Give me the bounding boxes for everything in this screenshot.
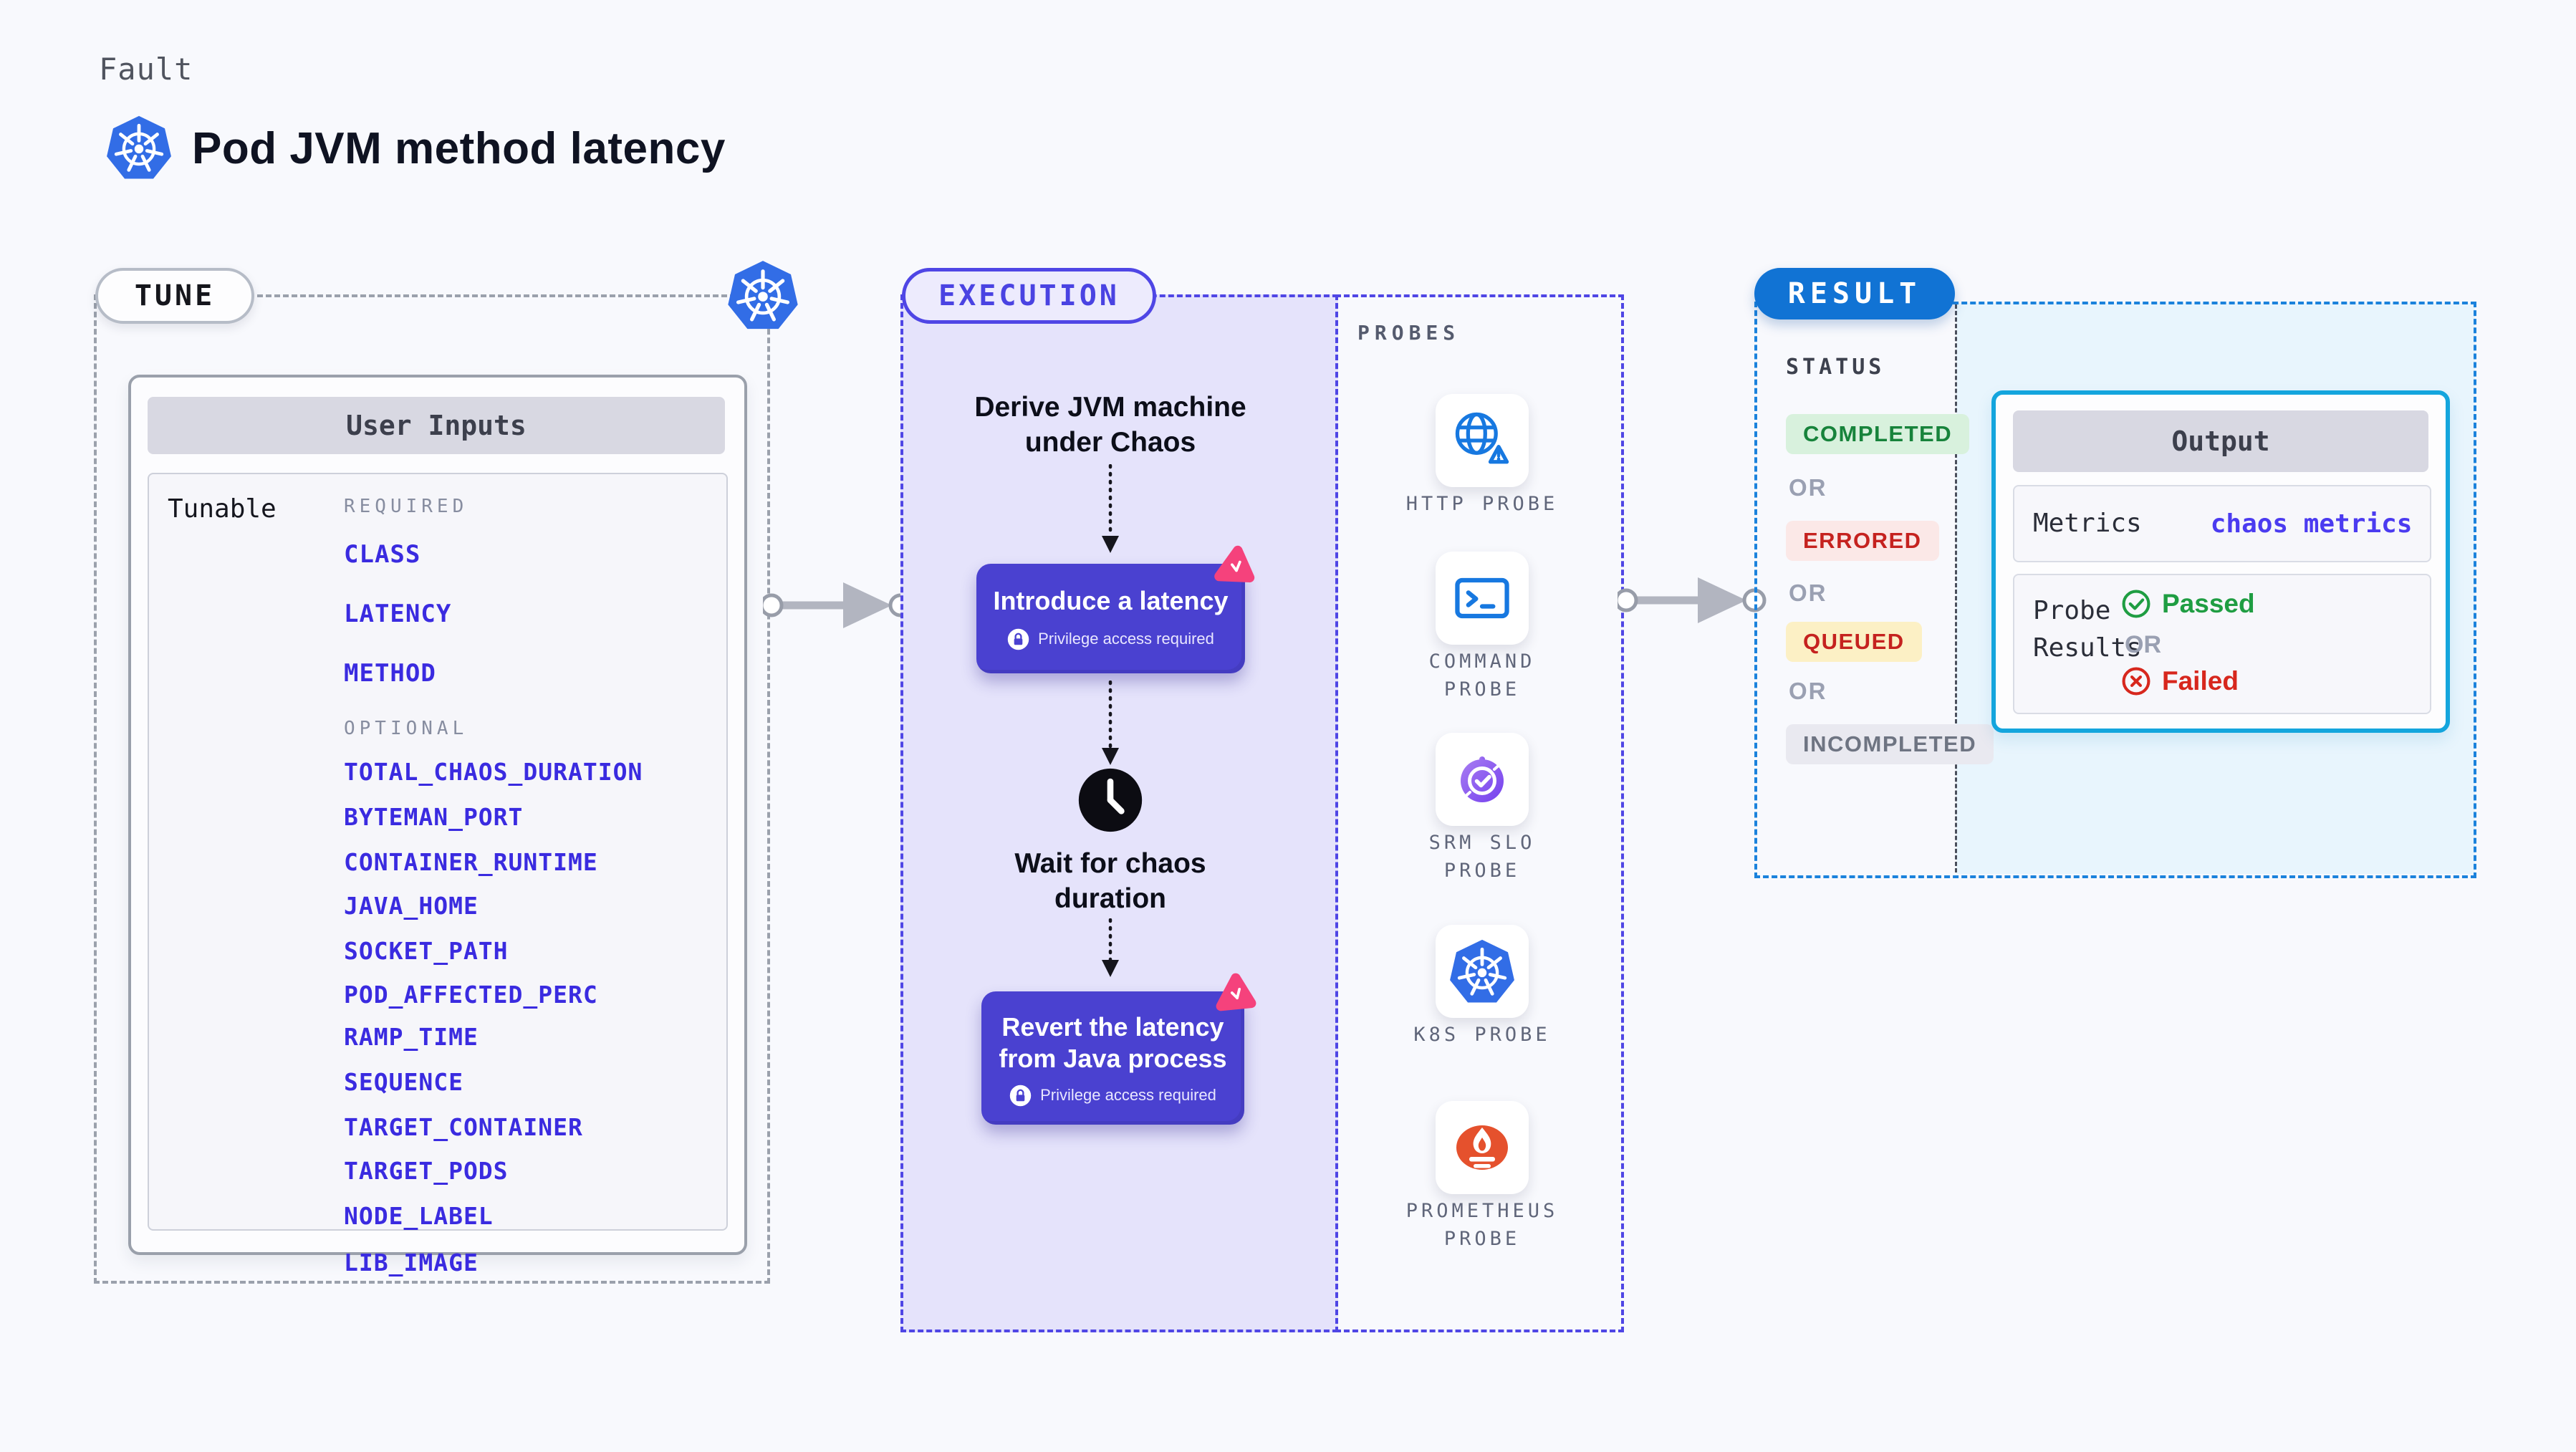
output-title: Output — [2171, 425, 2270, 457]
tunable-field: SOCKET_PATH — [344, 937, 509, 965]
tunable-field: TOTAL_CHAOS_DURATION — [344, 758, 643, 786]
probe-label: COMMAND PROBE — [1428, 650, 1536, 701]
chaos-icon — [1211, 540, 1261, 590]
flow-arrow-down — [1102, 918, 1119, 977]
status-badge-incompleted: INCOMPLETED — [1786, 724, 1994, 764]
tune-pill: TUNE — [95, 268, 254, 324]
probe-card-prometheus — [1436, 1101, 1529, 1194]
probe-label: PROMETHEUS PROBE — [1405, 1200, 1559, 1251]
execution-pill: EXECUTION — [902, 268, 1156, 324]
chaos-icon — [1213, 971, 1258, 1015]
user-inputs-title: User Inputs — [346, 410, 527, 441]
tunable-field: RAMP_TIME — [344, 1023, 479, 1051]
fault-eyebrow: Fault — [99, 52, 193, 87]
tunable-fields: REQUIRED CLASS LATENCY METHOD OPTIONAL T… — [344, 496, 643, 1276]
clock-icon — [1076, 766, 1145, 835]
required-heading: REQUIRED — [344, 496, 468, 517]
tunable-field: BYTEMAN_PORT — [344, 803, 524, 831]
status-badge-queued: QUEUED — [1786, 622, 1922, 662]
tunable-list-box: Tunable REQUIRED CLASS LATENCY METHOD OP… — [148, 473, 728, 1276]
tunable-field: CLASS — [344, 540, 421, 569]
or-label: OR — [1789, 678, 1827, 704]
probes-panel — [1335, 294, 1624, 1332]
tune-pill-label: TUNE — [134, 279, 216, 312]
lock-icon — [1007, 628, 1029, 650]
user-inputs-card: User Inputs Tunable REQUIRED CLASS LATEN… — [128, 375, 747, 1276]
tunable-field: NODE_LABEL — [344, 1202, 494, 1230]
result-pill-label: RESULT — [1787, 277, 1922, 310]
tunable-field: LIB_IMAGE — [344, 1249, 479, 1276]
probe-label: HTTP PROBE — [1405, 493, 1559, 515]
derive-step-label: Derive JVM machine under Chaos — [974, 392, 1246, 458]
metrics-row: Metrics chaos metrics — [2013, 485, 2431, 562]
slo-gauge-icon — [1446, 744, 1518, 815]
probe-label: K8S PROBE — [1413, 1024, 1551, 1046]
metrics-label: Metrics — [2033, 508, 2142, 538]
tunable-field: METHOD — [344, 659, 436, 688]
metrics-value: chaos metrics — [2210, 509, 2413, 539]
output-box: Output Metrics chaos metrics Probe Resul… — [1991, 390, 2450, 733]
x-circle-icon — [2120, 665, 2152, 697]
page-title: Pod JVM method latency — [192, 124, 726, 173]
tune-to-execution-arrow — [763, 582, 913, 628]
flow-arrow-down — [1102, 681, 1119, 765]
kubernetes-icon — [1448, 937, 1517, 1006]
passed-row: Passed — [2120, 588, 2255, 620]
tune-frame — [94, 294, 770, 1284]
output-header: Output — [2013, 410, 2428, 472]
terminal-icon — [1448, 564, 1517, 633]
probe-card-k8s — [1436, 925, 1529, 1018]
passed-label: Passed — [2162, 589, 2255, 618]
lock-icon — [1009, 1085, 1032, 1107]
kubernetes-icon — [105, 113, 173, 182]
execution-pill-label: EXECUTION — [938, 279, 1120, 312]
globe-alert-icon — [1448, 406, 1517, 475]
or-label: OR — [1789, 580, 1827, 606]
tunable-field: JAVA_HOME — [344, 892, 479, 920]
tunable-field: CONTAINER_RUNTIME — [344, 848, 598, 876]
tunable-field: LATENCY — [344, 600, 452, 628]
failed-row: Failed — [2120, 665, 2239, 697]
prometheus-icon — [1446, 1112, 1518, 1183]
result-frame — [1754, 302, 2476, 878]
check-circle-icon — [2120, 588, 2152, 620]
probe-card-srm-slo — [1436, 733, 1529, 826]
optional-heading: OPTIONAL — [344, 718, 468, 739]
kubernetes-icon — [726, 258, 800, 332]
result-divider — [1955, 304, 1957, 872]
wait-step-label: Wait for chaos duration — [1014, 848, 1206, 914]
tunable-field: TARGET_PODS — [344, 1157, 509, 1185]
or-label: OR — [2125, 631, 2161, 658]
revert-latency-title: Revert the latency from Java process — [999, 1012, 1227, 1073]
status-badge-errored: ERRORED — [1786, 521, 1939, 561]
tunable-field: SEQUENCE — [344, 1068, 463, 1096]
probe-results-row: Probe Results Passed OR Failed — [2013, 574, 2431, 714]
probe-label: SRM SLO PROBE — [1428, 832, 1536, 883]
result-pill: RESULT — [1754, 268, 1955, 319]
tunable-label: Tunable — [168, 494, 277, 524]
privilege-note: Privilege access required — [976, 628, 1245, 650]
privilege-note: Privilege access required — [981, 1085, 1244, 1107]
introduce-latency-step: Introduce a latency Privilege access req… — [976, 564, 1245, 673]
failed-label: Failed — [2162, 666, 2239, 696]
revert-latency-step: Revert the latency from Java process Pri… — [981, 991, 1244, 1125]
probe-card-command — [1436, 552, 1529, 645]
status-badge-completed: COMPLETED — [1786, 414, 1970, 454]
probes-heading: PROBES — [1357, 321, 1461, 345]
user-inputs-header: User Inputs — [148, 397, 725, 454]
or-label: OR — [1789, 474, 1827, 501]
tunable-field: POD_AFFECTED_PERC — [344, 981, 598, 1009]
probes-to-result-arrow — [1618, 577, 1767, 623]
flow-arrow-down — [1102, 464, 1119, 553]
probe-results-label: Probe Results — [2033, 596, 2142, 663]
introduce-latency-title: Introduce a latency — [993, 586, 1229, 615]
status-heading: STATUS — [1786, 355, 1885, 380]
probe-card-http — [1436, 394, 1529, 487]
tunable-field: TARGET_CONTAINER — [344, 1113, 583, 1141]
